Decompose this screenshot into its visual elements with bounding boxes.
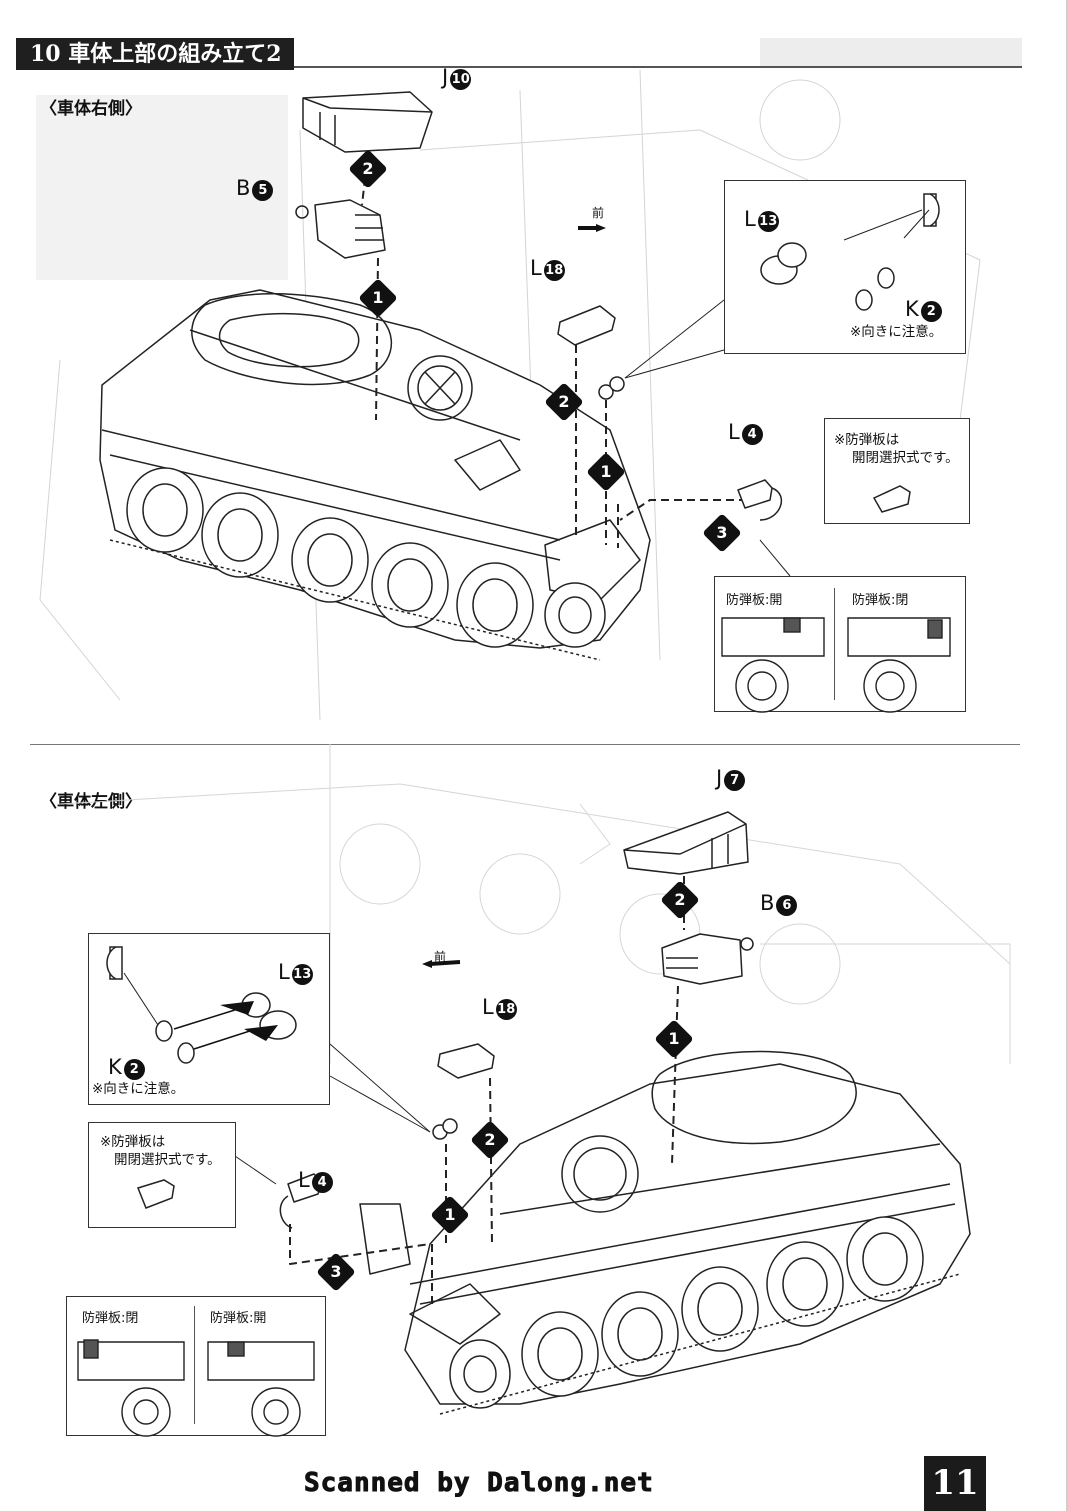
armor-panel-drawings-right: [721, 617, 951, 713]
page-title: 10 車体上部の組み立て2: [16, 38, 294, 70]
step-marker: 2: [660, 880, 700, 920]
armor-note-line1-right: ※防弾板は: [834, 432, 900, 448]
panel-caption-open-right: 防弾板:開: [726, 593, 783, 608]
section-label-right-side: 〈車体右側〉: [40, 99, 142, 119]
hull-left-side-diagram: [59, 744, 1011, 1415]
armor-note-line2-left: 開閉選択式です。: [114, 1152, 221, 1168]
step-marker: 2: [470, 1120, 510, 1160]
armor-plate-icon-right: [872, 485, 911, 513]
armor-note-line1-left: ※防弾板は: [100, 1134, 166, 1150]
step-marker: 2: [544, 382, 584, 422]
section-divider: [30, 744, 1020, 745]
step-marker: 3: [702, 513, 742, 553]
panel-caption-open-left: 防弾板:開: [210, 1311, 267, 1326]
armor-plate-icon-left: [137, 1179, 175, 1209]
direction-note-right: ※向きに注意。: [850, 324, 943, 340]
hull-right-side-diagram: [39, 69, 981, 721]
step-marker: 1: [358, 278, 398, 318]
panel-divider-left: [194, 1306, 195, 1424]
panel-caption-closed-left: 防弾板:閉: [82, 1311, 139, 1326]
direction-note-left: ※向きに注意。: [92, 1081, 185, 1097]
step-marker: 3: [316, 1252, 356, 1292]
header-rule: [294, 66, 1022, 68]
lamp-detail-left-drawing: [106, 946, 297, 1064]
step-marker: 1: [654, 1019, 694, 1059]
step-marker: 1: [586, 452, 626, 492]
panel-divider-right: [834, 588, 835, 700]
armor-note-box-left: [88, 1122, 236, 1228]
bleed-through-title: [760, 38, 1022, 66]
lamp-detail-right-drawing: [760, 193, 940, 311]
front-direction-label-right: 前: [592, 206, 605, 220]
footer: [0, 1462, 924, 1511]
armor-note-line2-right: 開閉選択式です。: [852, 450, 959, 466]
armor-panel-drawings-left: [77, 1339, 315, 1437]
panel-caption-closed-right: 防弾板:閉: [852, 593, 909, 608]
front-direction-label-left: 前: [434, 950, 447, 964]
scanner-credit: Scanned by Dalong.net: [304, 1468, 654, 1499]
bleed-through-photo: [36, 95, 288, 280]
step-marker: 2: [348, 149, 388, 189]
page-number: 11: [924, 1456, 986, 1511]
step-marker: 1: [430, 1195, 470, 1235]
